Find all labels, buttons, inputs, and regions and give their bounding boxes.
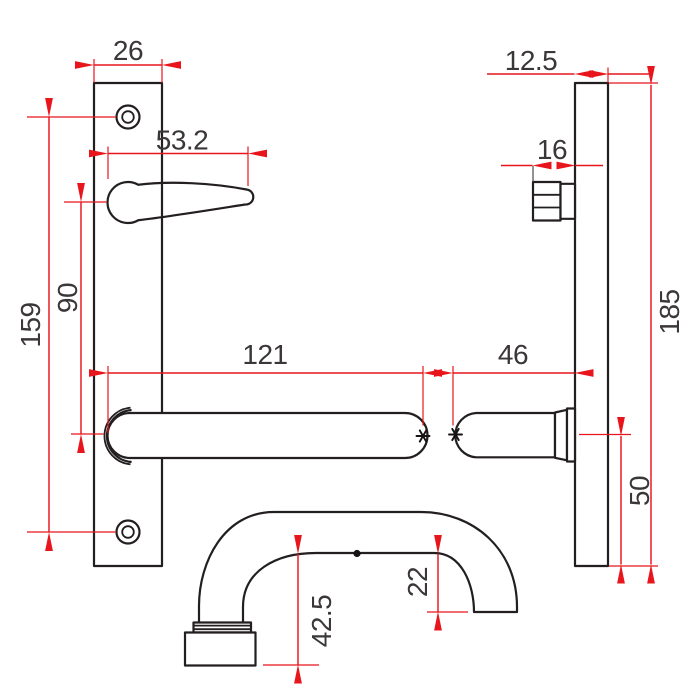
centre-dot (353, 549, 361, 558)
rose-edge-arcs (103, 406, 132, 466)
screw-hole-top (115, 104, 141, 130)
ferrule-flange-side (565, 407, 577, 463)
plan-view (183, 510, 519, 667)
backplate-side (573, 81, 610, 568)
dim-lever-to-plate-bottom: 50 (579, 417, 655, 584)
dim-lever-to-plate-bottom-label: 50 (624, 476, 655, 506)
side-view (448, 81, 610, 568)
dim-lever-return: 22 (402, 535, 468, 631)
dim-plate-thickness: 12.5 (487, 45, 653, 83)
backplate-front (92, 81, 164, 568)
dimension-annotations: 26 53.2 159 90 121 (15, 35, 685, 684)
dim-snib-projection: 16 (501, 134, 603, 182)
dim-snib-length: 53.2 (89, 125, 267, 186)
dim-plate-width-label: 26 (113, 35, 143, 66)
dim-plate-height: 185 (609, 66, 685, 584)
dim-snib-to-lever-label: 90 (52, 283, 83, 313)
ferrule-side (553, 408, 569, 462)
lever-grip-side (454, 411, 557, 459)
dim-lever-return-label: 22 (402, 567, 433, 597)
dim-lever-reach-label: 42.5 (306, 595, 337, 648)
spindle-snib-side (531, 180, 577, 222)
dim-fixing-centres: 159 (15, 98, 116, 551)
screw-hole-bottom (115, 519, 141, 545)
dim-fixing-centres-label: 159 (15, 302, 46, 347)
dim-lever-reach: 42.5 (263, 535, 337, 684)
dim-plate-width: 26 (75, 35, 181, 83)
spindle-block-plan (183, 631, 257, 667)
dim-lever-length-label: 121 (242, 339, 287, 370)
dim-lever-projection: 46 (434, 339, 594, 426)
dim-lever-projection-label: 46 (498, 339, 528, 370)
dim-plate-height-label: 185 (654, 289, 685, 334)
front-view (92, 81, 431, 568)
lever-plan-outline (197, 510, 519, 625)
dim-snib-length-label: 53.2 (156, 125, 209, 156)
ferrule-collar-plan (192, 621, 253, 634)
lever-handle-front (106, 411, 429, 460)
dim-lever-length: 121 (89, 339, 442, 433)
snib-lever-front (106, 180, 255, 225)
dim-snib-to-lever: 90 (52, 183, 107, 453)
dim-snib-projection-label: 16 (537, 134, 567, 165)
dim-plate-thickness-label: 12.5 (505, 45, 558, 76)
